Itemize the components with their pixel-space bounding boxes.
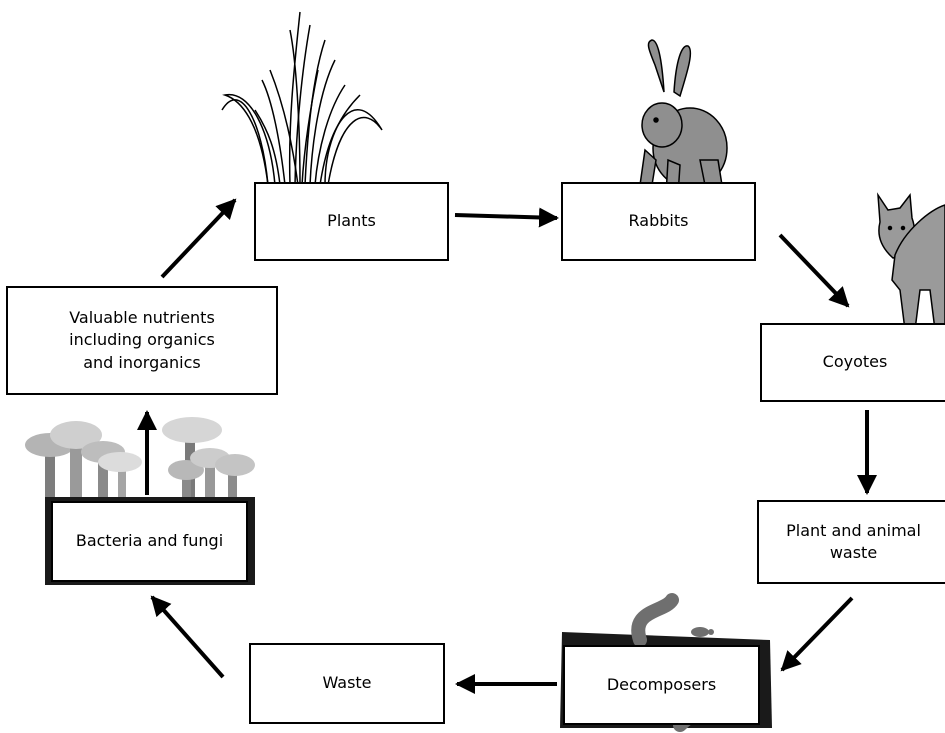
coyote-illustration xyxy=(878,195,945,330)
edge-waste-decomposers xyxy=(782,598,852,670)
node-decomposers: Decomposers xyxy=(563,645,760,725)
node-rabbits: Rabbits xyxy=(561,182,756,261)
edge-nutrients-plants xyxy=(162,200,235,277)
node-waste: Waste xyxy=(249,643,445,724)
edge-rabbits-coyotes xyxy=(780,235,848,306)
edge-plants-rabbits xyxy=(455,215,557,218)
worm-illustration xyxy=(638,600,672,640)
mushroom-illustration xyxy=(25,417,255,498)
node-coyotes: Coyotes xyxy=(760,323,945,402)
edges xyxy=(147,200,867,684)
node-plant-animal-waste: Plant and animal waste xyxy=(757,500,945,584)
edge-waste-bacteria xyxy=(152,597,223,677)
beetle-icon xyxy=(691,627,714,637)
rabbit-illustration xyxy=(640,40,727,195)
node-plants: Plants xyxy=(254,182,449,261)
grass-illustration xyxy=(222,12,382,185)
node-nutrients: Valuable nutrients including organics an… xyxy=(6,286,278,395)
node-bacteria-fungi: Bacteria and fungi xyxy=(51,501,248,582)
